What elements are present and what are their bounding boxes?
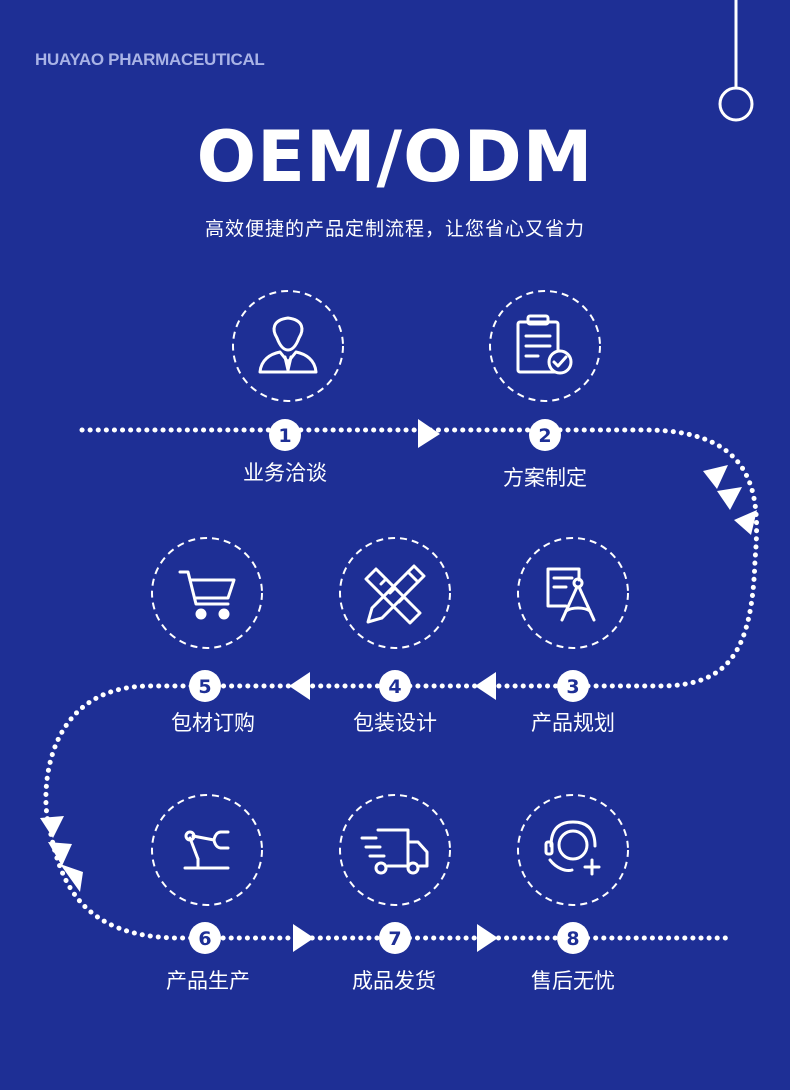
shopping-cart-icon	[178, 570, 236, 620]
step-6-badge: 6	[189, 922, 221, 954]
step-1-label: 业务洽谈	[243, 461, 327, 485]
pendant-decoration	[718, 0, 754, 122]
step-1-badge: 1	[269, 419, 301, 451]
step-6-icon-circle	[151, 794, 263, 906]
flow-arrow	[418, 419, 440, 448]
flow-arrow	[289, 672, 310, 700]
brand-name: HUAYAO PHARMACEUTICAL	[35, 50, 265, 69]
step-5-label: 包材订购	[171, 711, 255, 735]
flow-arrow	[734, 510, 757, 535]
step-4-label: 包装设计	[353, 711, 437, 735]
flow-arrow	[60, 864, 83, 892]
step-7-icon-circle	[339, 794, 451, 906]
step-8-label: 售后无忧	[531, 969, 615, 993]
step-1-number: 1	[278, 425, 291, 447]
step-8-badge: 8	[557, 922, 589, 954]
flow-arrow	[477, 924, 498, 952]
step-6-number: 6	[198, 928, 211, 950]
step-8-icon-circle	[517, 794, 629, 906]
page-subtitle: 高效便捷的产品定制流程，让您省心又省力	[204, 218, 585, 240]
step-5-icon-circle	[151, 537, 263, 649]
pencil-ruler-icon	[364, 564, 426, 625]
step-2-label: 方案制定	[503, 466, 587, 490]
step-2-number: 2	[538, 425, 551, 447]
step-badges: 1 2 3 4 5 6 7	[189, 419, 589, 954]
step-4-badge: 4	[379, 670, 411, 702]
flow-arrow	[475, 672, 496, 700]
step-3-label: 产品规划	[531, 711, 615, 735]
step-6-label: 产品生产	[166, 969, 250, 993]
step-3-badge: 3	[557, 670, 589, 702]
businessman-icon	[258, 316, 318, 374]
step-3-icon-circle	[517, 537, 629, 649]
step-7-badge: 7	[379, 922, 411, 954]
step-1-icon-circle	[232, 290, 344, 402]
step-7-number: 7	[388, 928, 401, 950]
flow-arrow	[703, 465, 728, 489]
step-4-number: 4	[388, 676, 401, 698]
flow-arrow	[40, 816, 64, 838]
step-5-badge: 5	[189, 670, 221, 702]
flow-path	[43, 427, 760, 941]
robot-arm-icon	[183, 830, 230, 870]
step-2-badge: 2	[529, 419, 561, 451]
compass-document-icon	[546, 567, 596, 622]
flow-arrow	[48, 842, 72, 866]
flow-arrow	[717, 487, 742, 510]
step-7-label: 成品发货	[352, 969, 436, 993]
clipboard-check-icon	[516, 314, 573, 375]
step-4-icon-circle	[339, 537, 451, 649]
page-title: OEM/ODM	[196, 116, 594, 198]
step-2-icon-circle	[489, 290, 601, 402]
step-8-number: 8	[566, 928, 579, 950]
customer-service-icon	[544, 820, 601, 876]
step-3-number: 3	[566, 676, 579, 698]
flow-arrow	[293, 924, 314, 952]
delivery-truck-icon	[360, 828, 429, 875]
step-5-number: 5	[198, 676, 211, 698]
